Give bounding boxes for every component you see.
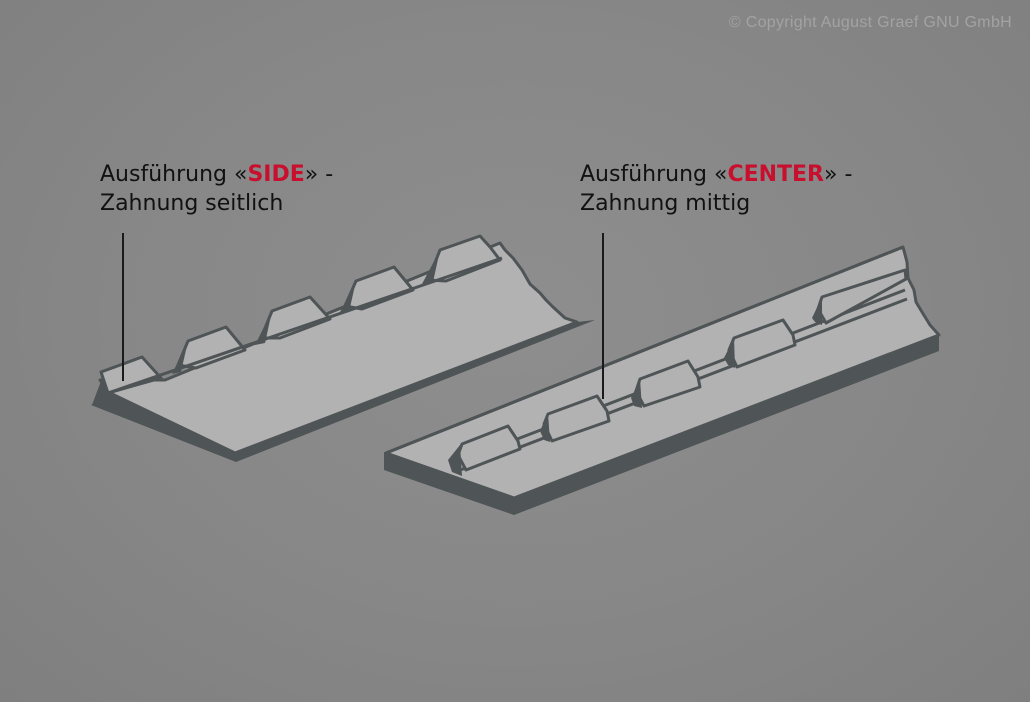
label-center-line2: Zahnung mittig: [580, 191, 751, 216]
label-side-prefix: Ausführung «: [100, 162, 248, 187]
center-belt-diagram: [384, 245, 941, 515]
center-tooth-1: [456, 424, 522, 472]
label-center-keyword: CENTER: [727, 162, 824, 187]
label-side-keyword: SIDE: [247, 162, 305, 187]
side-tooth-1: [99, 355, 163, 395]
side-belt-diagram: [91, 234, 595, 462]
label-center-suffix: » -: [824, 162, 853, 187]
label-side-line1: Ausführung «SIDE» -: [100, 160, 333, 189]
copyright-notice: © Copyright August Graef GNU GmbH: [728, 14, 1012, 31]
label-center-prefix: Ausführung «: [580, 162, 728, 187]
label-center-variant: Ausführung «CENTER» - Zahnung mittig: [580, 160, 852, 218]
label-side-line2: Zahnung seitlich: [100, 191, 284, 216]
label-side-variant: Ausführung «SIDE» - Zahnung seitlich: [100, 160, 333, 218]
label-center-line1: Ausführung «CENTER» -: [580, 160, 852, 189]
label-side-suffix: » -: [304, 162, 334, 187]
